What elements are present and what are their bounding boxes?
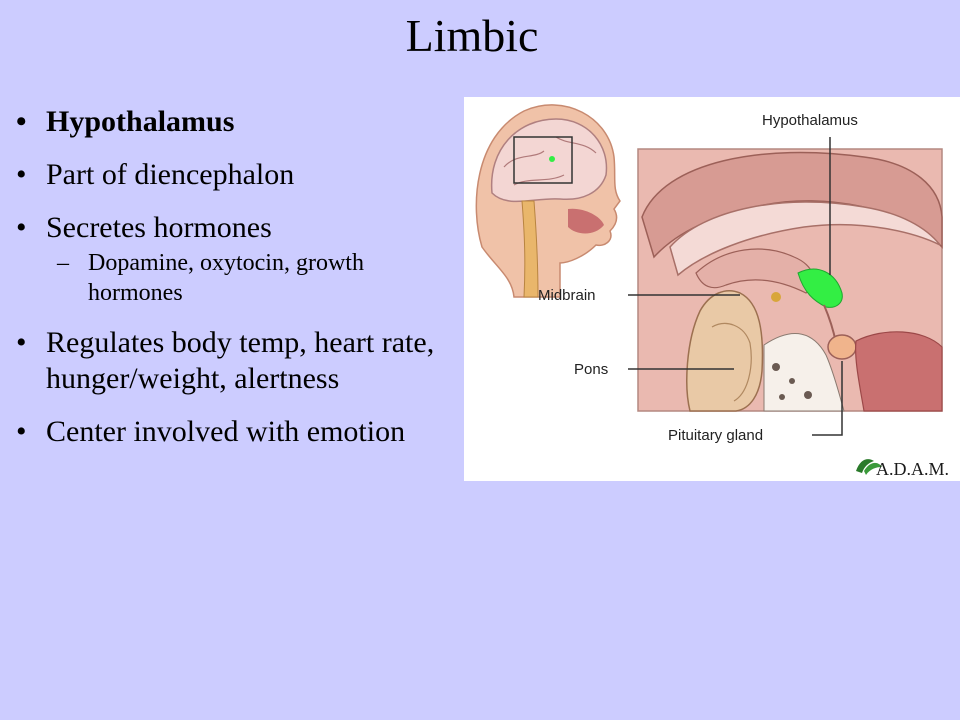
zoom-box [513,136,573,184]
label-pons: Pons [574,361,608,378]
head-thumbnail [475,104,621,298]
adam-brand-text: A.D.A.M. [876,459,949,479]
zoomed-brain-section [637,148,943,412]
label-pituitary-gland: Pituitary gland [668,427,763,444]
bullet-list: Hypothalamus Part of diencephalon Secret… [14,104,464,467]
bullet-item: Part of diencephalon [14,157,464,193]
label-hypothalamus: Hypothalamus [762,112,858,129]
leader-lines [628,137,843,436]
slide-title: Limbic [405,10,539,61]
bullet-item: Center involved with emotion [14,414,464,450]
bullet-text: Part of diencephalon [46,158,295,191]
brain-illustration: Hypothalamus Midbrain Pons Pituitary gla… [475,104,949,479]
adam-logo: A.D.A.M. [856,459,949,479]
sub-bullet-item: Dopamine, oxytocin, growth hormones [46,248,464,308]
sub-bullet-list: Dopamine, oxytocin, growth hormones [46,248,464,308]
bullet-item: Regulates body temp, heart rate, hunger/… [14,325,464,397]
bullet-text: Secretes hormones [46,211,272,244]
bullet-text: Hypothalamus [46,105,235,138]
bullet-text: Center involved with emotion [46,415,406,448]
bullet-text: Regulates body temp, heart rate, hunger/… [46,326,435,395]
brain-anatomy-figure: Hypothalamus Midbrain Pons Pituitary gla… [464,97,960,481]
label-midbrain: Midbrain [538,287,596,304]
bullet-item: Secretes hormones Dopamine, oxytocin, gr… [14,210,464,308]
bullet-item: Hypothalamus [14,104,464,140]
